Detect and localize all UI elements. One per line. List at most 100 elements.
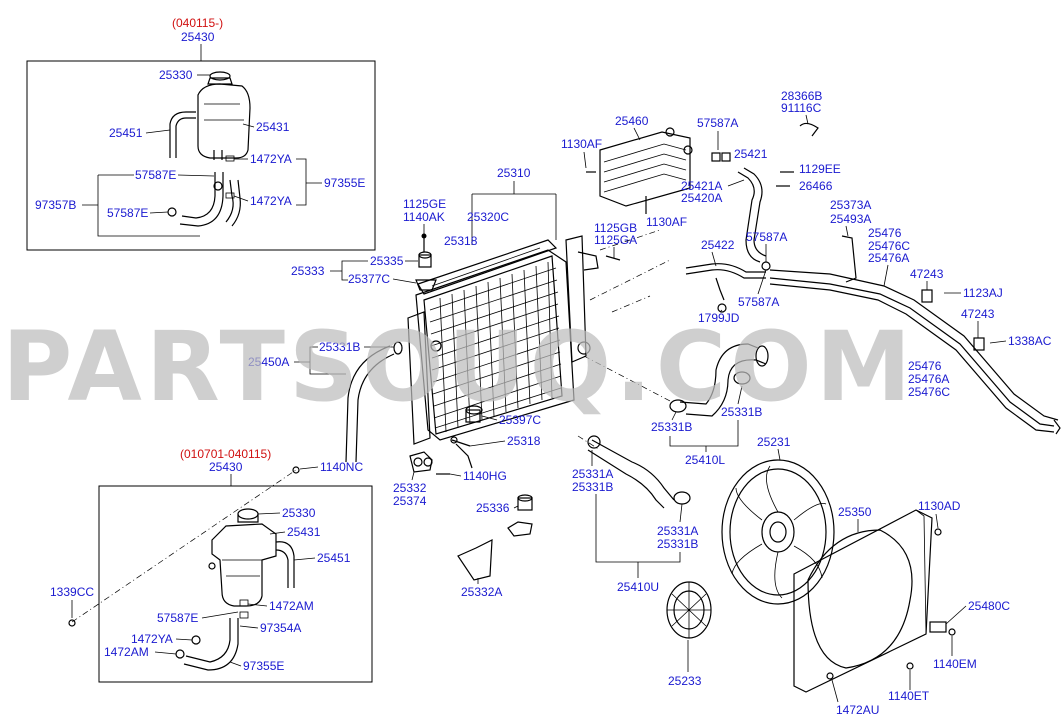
label-25460: 25460 <box>615 114 649 128</box>
label-25233: 25233 <box>668 674 702 688</box>
radiator-assembly: 25333 25335 25377C 1125GE 1140AK 25310 2… <box>248 166 637 463</box>
label-91116C: 91116C <box>781 101 822 115</box>
label-1339CC: 1339CC <box>50 585 94 599</box>
cooling-fan <box>721 459 835 605</box>
label-25331B-b: 25331B <box>651 420 692 434</box>
label-25421: 25421 <box>734 147 768 161</box>
label-25410U: 25410U <box>617 580 659 594</box>
label-25335: 25335 <box>370 254 404 268</box>
label-25331B-d: 25331B <box>572 480 613 494</box>
label-25350: 25350 <box>838 505 872 519</box>
label-1472YA-top-b: 1472YA <box>250 194 292 208</box>
label-97354A: 97354A <box>260 621 301 635</box>
label-28366B: 28366B <box>781 89 822 103</box>
bottom-inset-frame <box>98 485 373 683</box>
label-25330-bottom: 25330 <box>282 506 316 520</box>
label-1472YA-bottom: 1472YA <box>131 632 173 646</box>
label-25476-b: 25476 <box>908 359 942 373</box>
label-25318-mid: 25318 <box>507 434 541 448</box>
label-1472AU: 1472AU <box>836 703 879 717</box>
label-25431-bottom: 25431 <box>287 525 321 539</box>
label-26466: 26466 <box>799 179 833 193</box>
label-25476A-a: 25476A <box>868 251 909 265</box>
top-inset-frame <box>26 60 376 251</box>
label-1472YA-top-a: 1472YA <box>250 152 292 166</box>
label-25333: 25333 <box>291 264 325 278</box>
label-57587E-bottom: 57587E <box>157 611 198 625</box>
label-1129EE: 1129EE <box>799 162 841 176</box>
label-1140ET: 1140ET <box>888 689 930 703</box>
label-1472AM-a: 1472AM <box>269 599 314 613</box>
label-1130AF-a: 1130AF <box>561 137 602 151</box>
label-1130AF-b: 1130AF <box>646 215 687 229</box>
label-97357B: 97357B <box>35 198 76 212</box>
label-25373A: 25373A <box>830 198 871 212</box>
label-57587A-a: 57587A <box>697 116 738 130</box>
label-47243-a: 47243 <box>910 267 944 281</box>
label-25476-a: 25476 <box>868 226 902 240</box>
bottom-reservoir-group: (010701-040115) 25430 1140NC 25330 25431… <box>50 447 373 683</box>
bottom-reservoir-tank <box>208 508 277 607</box>
label-1472AM-b: 1472AM <box>104 645 149 659</box>
label-25331A-b: 25331A <box>657 524 698 538</box>
label-1140EM: 1140EM <box>933 657 977 671</box>
label-57587A-b: 57587A <box>746 230 787 244</box>
watermark: PARTSOUQ.COM <box>2 311 915 423</box>
label-97355E-bottom: 97355E <box>243 659 284 673</box>
label-25331B-a: 25331B <box>319 340 360 354</box>
label-25330-top: 25330 <box>159 68 193 82</box>
label-25331B-c: 25331B <box>721 405 762 419</box>
label-25310: 25310 <box>497 166 531 180</box>
label-1799JD: 1799JD <box>698 311 740 325</box>
label-1125GB: 1125GB <box>594 221 637 235</box>
label-25493A: 25493A <box>830 212 871 226</box>
label-25374: 25374 <box>393 494 427 508</box>
label-25336: 25336 <box>476 501 510 515</box>
label-25476C-a: 25476C <box>868 239 910 253</box>
label-25410L: 25410L <box>685 453 725 467</box>
radiator-fins <box>429 261 562 433</box>
label-25431-top: 25431 <box>256 120 290 134</box>
label-25332A: 25332A <box>461 585 502 599</box>
radiator-lower-fittings <box>409 436 473 475</box>
top-group-code: 25430 <box>181 30 215 44</box>
label-25318-top: 25318 <box>444 234 478 248</box>
label-25420A: 25420A <box>681 191 722 205</box>
label-1123AJ: 1123AJ <box>963 286 1003 300</box>
top-reservoir-group: (040115-) 25430 25330 25451 25431 57587E <box>26 16 376 251</box>
label-47243-b: 47243 <box>961 307 995 321</box>
top-group-range: (040115-) <box>172 16 223 30</box>
label-25331B-e: 25331B <box>657 537 698 551</box>
label-25331A-a: 25331A <box>572 467 613 481</box>
label-57587E-top-b: 57587E <box>107 206 148 220</box>
label-1125GA: 1125GA <box>594 233 637 247</box>
lower-radiator-hose <box>587 435 691 509</box>
label-25476A-b: 25476A <box>908 372 949 386</box>
oil-cooler: 1130AF 25460 1130AF <box>561 114 693 229</box>
fan-shroud <box>793 509 956 693</box>
top-reservoir-tank <box>197 71 251 160</box>
label-25320C: 25320C <box>467 210 509 224</box>
fan-clutch <box>666 581 712 639</box>
label-97355E-top: 97355E <box>324 176 365 190</box>
label-1140AK: 1140AK <box>403 210 445 224</box>
label-25421A: 25421A <box>681 179 722 193</box>
radiator-mount-25335 <box>415 233 437 291</box>
label-25377C: 25377C <box>348 272 390 286</box>
label-25480C: 25480C <box>968 599 1010 613</box>
bottom-group-range: (010701-040115) <box>180 447 271 461</box>
label-25231: 25231 <box>757 435 791 449</box>
label-25332: 25332 <box>393 481 427 495</box>
label-57587A-c: 57587A <box>738 295 779 309</box>
label-1140HG: 1140HG <box>463 469 507 483</box>
label-1338AC: 1338AC <box>1008 334 1052 348</box>
bracket-parts <box>457 494 533 581</box>
label-25451-top: 25451 <box>109 126 143 140</box>
top-cap <box>207 77 233 85</box>
label-1130AD: 1130AD <box>918 499 961 513</box>
bottom-group-code: 25430 <box>209 460 243 474</box>
label-25451-bottom: 25451 <box>317 551 351 565</box>
label-25422: 25422 <box>701 238 735 252</box>
label-57587E-top-a: 57587E <box>135 168 176 182</box>
